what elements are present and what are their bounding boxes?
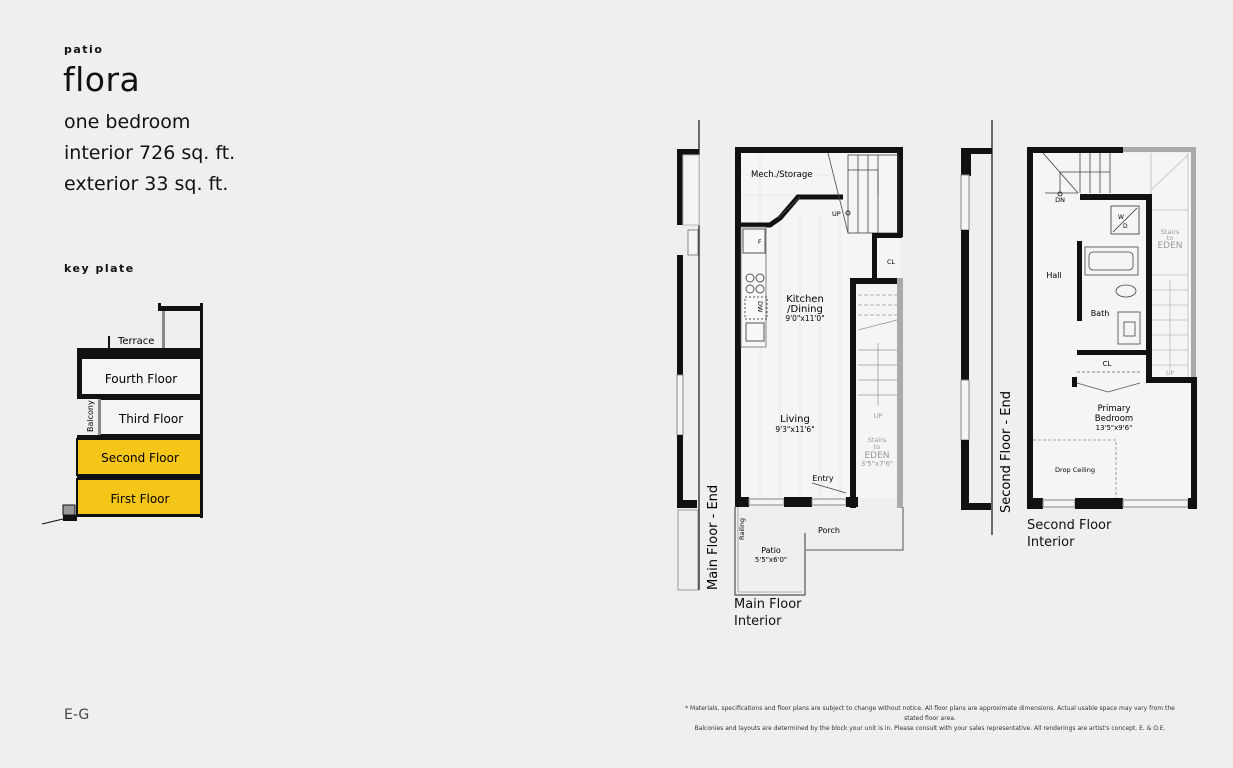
stairs-up-label: UP [832, 210, 841, 218]
dryer-label: D [1123, 223, 1128, 230]
room-kitchen-dim: 9'0"x11'0" [785, 314, 824, 323]
spec-exterior-area: exterior 33 sq. ft. [64, 173, 229, 195]
dishwasher-label: DW [756, 301, 764, 313]
disclaimer: * Materials, specifications and floor pl… [682, 704, 1178, 734]
model-name: flora [63, 60, 141, 99]
stairs-eden-dim: 3'5"x7'6" [861, 460, 893, 468]
main-floor-caption: Main Floor Interior [734, 596, 802, 630]
floor-second: Second Floor [101, 451, 179, 465]
closet-label-2f: CL [1103, 360, 1112, 368]
stairs-eden-label1: Stairs [868, 436, 887, 444]
eden-stairs-label3: EDEN [1157, 241, 1182, 251]
room-kitchen-name2: /Dining [787, 304, 823, 315]
disclaimer-line2: Balconies and layouts are determined by … [694, 725, 1166, 732]
stairs-eden-label2: to [874, 443, 881, 451]
room-bedroom-dim: 13'5"x9'6" [1096, 424, 1133, 432]
closet-label: CL [887, 258, 896, 266]
floor-first: First Floor [111, 492, 170, 506]
room-mech-storage: Mech./Storage [751, 170, 812, 180]
floor-terrace: Terrace [117, 336, 154, 347]
stairs-eden-up: UP [874, 412, 883, 420]
patio-dim: 5'5"x6'0" [755, 556, 787, 564]
key-plate-label: key plate [64, 262, 135, 275]
patio-label: Patio [761, 546, 781, 555]
unit-code: E-G [64, 707, 90, 723]
spec-bedrooms: one bedroom [64, 111, 191, 133]
room-entry: Entry [812, 474, 834, 483]
spec-interior-area: interior 726 sq. ft. [64, 142, 236, 164]
main-floor-caption-line1: Main Floor [734, 597, 802, 612]
main-floor-caption-line2: Interior [734, 614, 782, 629]
room-bedroom-name1: Primary [1098, 404, 1131, 414]
eden-stairs-label1: Stairs [1161, 228, 1180, 236]
porch-label: Porch [818, 526, 840, 535]
room-kitchen-name: Kitchen [786, 294, 824, 305]
fridge-label: F [758, 239, 762, 246]
main-floor-plan: Main Floor - End Mech./Storage UP CL F D… [676, 120, 904, 596]
floor-fourth: Fourth Floor [105, 372, 177, 386]
eden-stairs-label2: to [1167, 234, 1174, 242]
room-living-dim: 9'3"x11'6" [775, 425, 814, 434]
second-floor-caption: Second Floor Interior [1027, 517, 1111, 551]
second-floor-caption-line2: Interior [1027, 535, 1075, 550]
disclaimer-line1: * Materials, specifications and floor pl… [685, 705, 1175, 722]
key-plate-diagram: Terrace Fourth Floor Third Floor Balcony… [41, 303, 203, 525]
main-floor-end-label: Main Floor - End [706, 485, 721, 590]
room-bath: Bath [1091, 309, 1110, 318]
unit-category: patio [64, 43, 104, 56]
railing-label: Railing [738, 518, 746, 540]
room-hall: Hall [1046, 271, 1061, 280]
drop-ceiling-label: Drop Ceiling [1055, 466, 1095, 474]
second-floor-plan: Second Floor - End DN Stairs to EDEN UP … [960, 120, 1197, 535]
second-floor-end-label: Second Floor - End [999, 391, 1014, 513]
stairs-eden-label3: EDEN [864, 451, 889, 461]
room-living-name: Living [780, 414, 810, 425]
room-bedroom-name2: Bedroom [1095, 414, 1133, 424]
stairs-dn-label: DN [1055, 196, 1065, 204]
second-floor-caption-line1: Second Floor [1027, 518, 1112, 533]
floor-balcony: Balcony [86, 400, 95, 432]
washer-label: W [1118, 214, 1124, 221]
floor-third: Third Floor [118, 412, 183, 426]
eden-stairs-up: UP [1166, 370, 1174, 377]
